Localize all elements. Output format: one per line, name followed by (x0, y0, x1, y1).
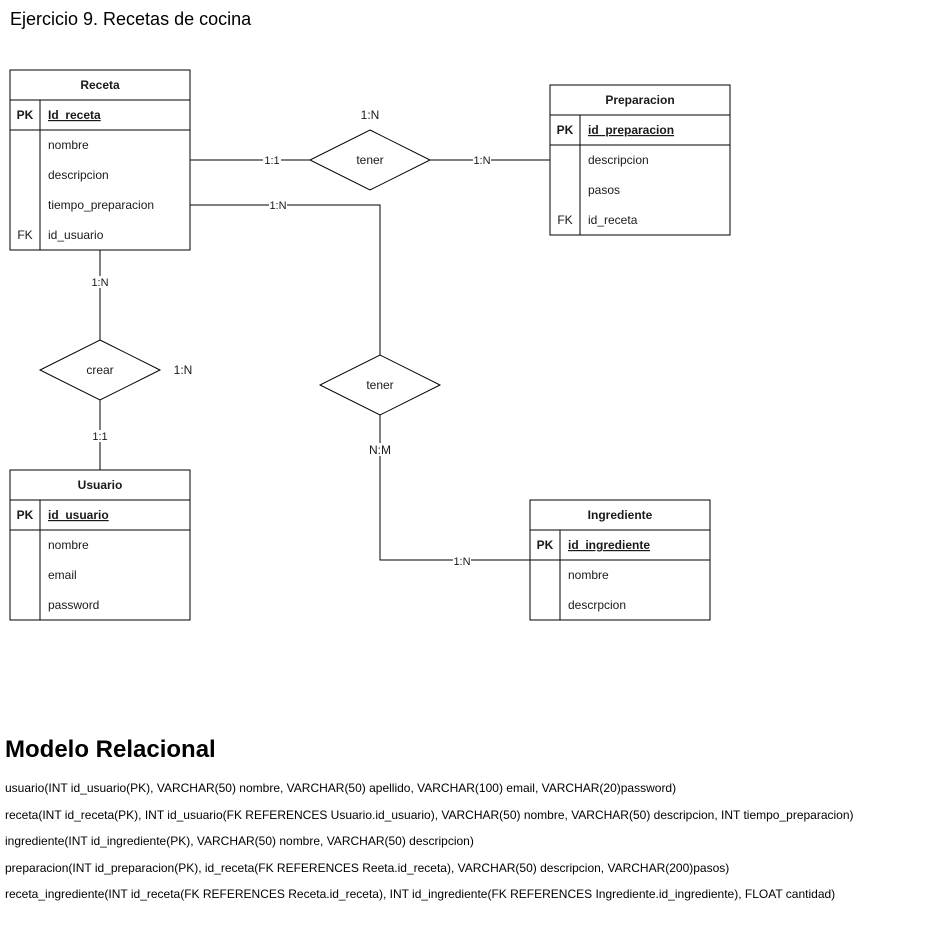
er-diagram: tener crear tener 1:N 1:1 1:N 1:N 1:N 1:… (9, 69, 731, 621)
relational-line-receta-ingrediente: receta_ingrediente(INT id_receta(FK REFE… (5, 887, 836, 901)
relationship-tener-ingrediente: tener (318, 354, 442, 416)
entity-preparacion: Preparacion PK id_preparacion descripcio… (549, 84, 731, 236)
cardinality-receta-end: 1:1 (264, 155, 279, 167)
relationship-label: tener (366, 378, 393, 392)
attribute: id_receta (588, 213, 638, 227)
attribute: email (48, 568, 77, 582)
relationship-label: crear (86, 363, 113, 377)
key-label: PK (17, 108, 34, 122)
attribute: descripcion (48, 168, 109, 182)
cardinality-crear: 1:N (174, 363, 193, 377)
key-label: PK (557, 123, 574, 137)
relational-line-receta: receta(INT id_receta(PK), INT id_usuario… (5, 808, 854, 822)
diamond-shape (318, 354, 442, 416)
entity-title: Receta (80, 78, 120, 92)
attribute: id_ingrediente (568, 538, 650, 552)
attribute: id_preparacion (588, 123, 674, 137)
entity-title: Ingrediente (588, 508, 653, 522)
cardinality-preparacion-end: 1:N (473, 155, 490, 167)
cardinality-crear-usuario-end: 1:1 (92, 431, 107, 443)
relational-model-title: Modelo Relacional (5, 736, 216, 763)
key-label: FK (557, 213, 572, 227)
attribute: nombre (568, 568, 609, 582)
cardinality-tener-ingrediente: N:M (369, 443, 391, 457)
relational-line-usuario: usuario(INT id_usuario(PK), VARCHAR(50) … (5, 781, 677, 795)
cardinality-crear-receta-end: 1:N (91, 277, 108, 289)
cardinality-ingrediente-end: 1:N (453, 556, 470, 568)
attribute: pasos (588, 183, 620, 197)
attribute: nombre (48, 538, 89, 552)
attribute: id_usuario (48, 508, 109, 522)
key-label: PK (537, 538, 554, 552)
relationship-label: tener (356, 153, 383, 167)
entity-ingrediente: Ingrediente PK id_ingrediente nombre des… (529, 499, 711, 621)
attribute: Id_receta (48, 108, 101, 122)
attribute: tiempo_preparacion (48, 198, 154, 212)
attribute: descrpcion (568, 598, 626, 612)
entity-usuario: Usuario PK id_usuario nombre email passw… (9, 469, 191, 621)
key-label: FK (17, 228, 32, 242)
relational-line-ingrediente: ingrediente(INT id_ingrediente(PK), VARC… (5, 834, 474, 848)
entity-receta: Receta PK Id_receta nombre descripcion t… (9, 69, 191, 251)
attribute: password (48, 598, 99, 612)
entity-title: Preparacion (605, 93, 674, 107)
attribute: nombre (48, 138, 89, 152)
relationship-crear: crear (38, 339, 162, 401)
relational-line-preparacion: preparacion(INT id_preparacion(PK), id_r… (5, 861, 730, 875)
cardinality-receta-ingrediente-end: 1:N (269, 200, 286, 212)
attribute: descripcion (588, 153, 649, 167)
entity-title: Usuario (78, 478, 123, 492)
page-title: Ejercicio 9. Recetas de cocina (10, 9, 252, 29)
connector-tener2-ingrediente (379, 415, 530, 561)
cardinality-labels: 1:N 1:1 1:N 1:N 1:N 1:N 1:1 N:M 1:N (91, 108, 491, 568)
relationship-tener-preparacion: tener (308, 129, 432, 191)
cardinality-tener-preparacion: 1:N (361, 108, 380, 122)
diamond-shape (308, 129, 432, 191)
key-label: PK (17, 508, 34, 522)
diamond-shape (38, 339, 162, 401)
connector-receta-tener2 (190, 204, 381, 355)
attribute: id_usuario (48, 228, 104, 242)
